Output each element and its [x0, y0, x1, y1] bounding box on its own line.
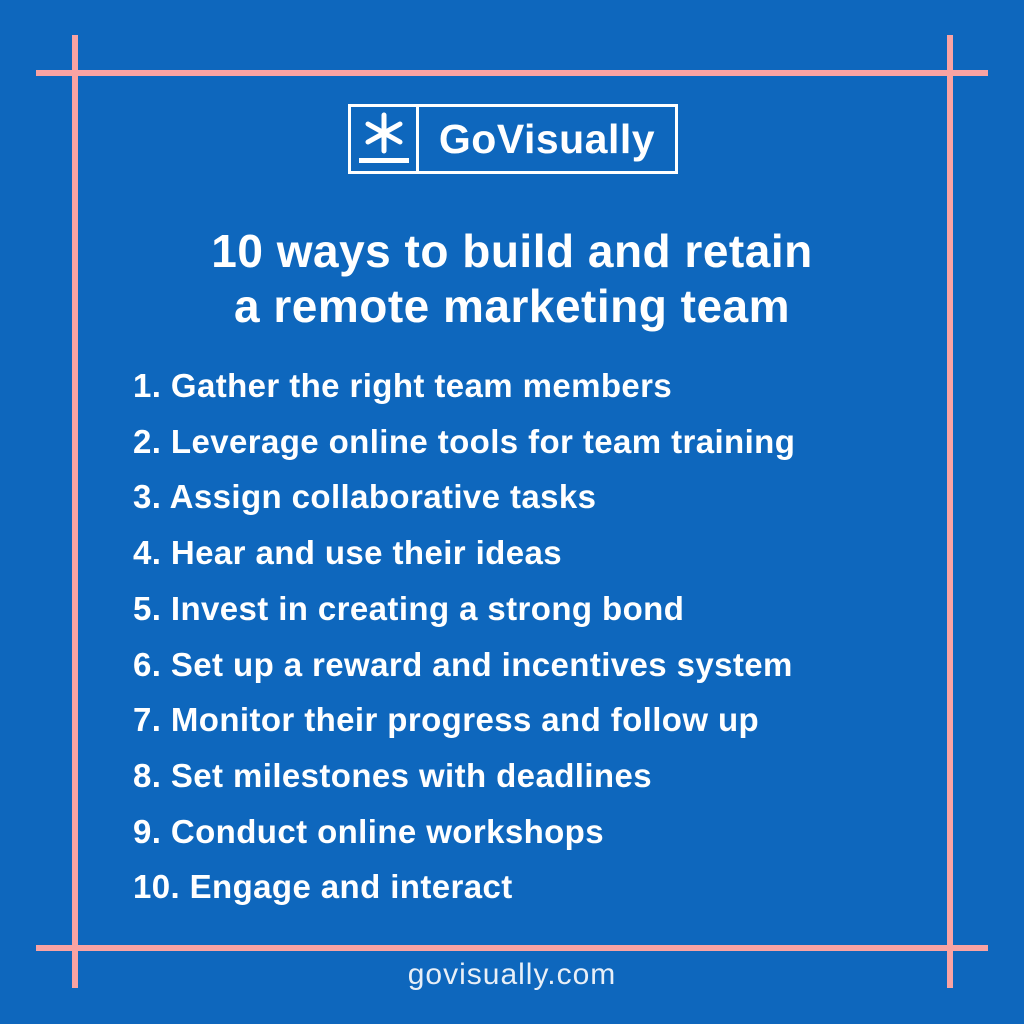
- list-item: 9. Conduct online workshops: [133, 812, 604, 850]
- list-item: 7. Monitor their progress and follow up: [133, 701, 760, 739]
- logo-underline: [358, 158, 409, 163]
- asterisk-icon: [365, 112, 402, 154]
- list-item: 6. Set up a reward and incentives system: [133, 645, 793, 683]
- frame-line-bottom: [36, 945, 988, 951]
- govisually-logo: GoVisually: [348, 104, 678, 174]
- footer-website: govisually.com: [407, 958, 617, 991]
- list-item: 8. Set milestones with deadlines: [133, 756, 652, 794]
- list-item: 2. Leverage online tools for team traini…: [133, 422, 796, 460]
- frame-line-left: [72, 35, 78, 988]
- list-item: 3. Assign collaborative tasks: [133, 478, 597, 516]
- list-item: 1. Gather the right team members: [133, 367, 673, 404]
- tips-list: 1. Gather the right team members 2. Leve…: [133, 358, 933, 915]
- page-title-line1: 10 ways to build and retain: [211, 225, 813, 277]
- list-item: 5. Invest in creating a strong bond: [133, 589, 685, 627]
- logo-icon-cell: [351, 107, 419, 171]
- frame-line-top: [36, 70, 988, 76]
- list-item: 4. Hear and use their ideas: [133, 534, 562, 572]
- page-title-line2: a remote marketing team: [233, 280, 791, 332]
- list-item: 10. Engage and interact: [133, 868, 513, 906]
- logo-brand-text: GoVisually: [438, 115, 656, 162]
- logo-text-cell: GoVisually: [419, 107, 675, 171]
- frame-line-right: [947, 35, 953, 988]
- page-title: 10 ways to build and retain a remote mar…: [0, 224, 1024, 334]
